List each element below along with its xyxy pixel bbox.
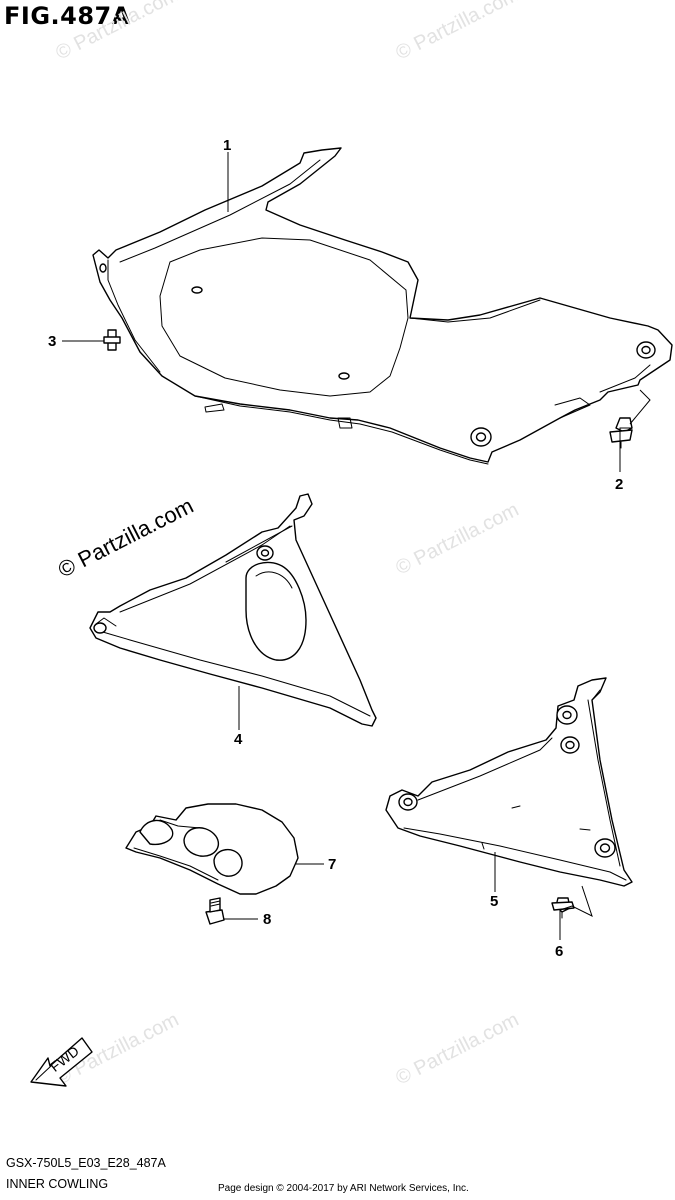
leader-lines — [62, 152, 651, 940]
figure-caption: INNER COWLING — [6, 1177, 109, 1191]
watermark-faint: © Partzilla.com — [52, 0, 182, 64]
part-3-clip — [103, 329, 121, 351]
part-7-cover — [125, 803, 299, 895]
part-2-clip — [609, 417, 633, 449]
watermark-main-group: © Partzilla.com — [54, 493, 197, 583]
part-6-clip — [551, 897, 575, 919]
part-8-bolt — [205, 897, 225, 925]
callout-labels: 1 2 3 4 5 6 7 8 — [48, 137, 623, 960]
part-4-inner-panel — [89, 493, 377, 727]
watermark-main: © Partzilla.com — [54, 493, 197, 583]
callout-6: 6 — [555, 943, 563, 960]
callout-5: 5 — [490, 893, 498, 910]
callout-8: 8 — [263, 911, 271, 928]
callout-7: 7 — [328, 856, 336, 873]
watermark-faint: © Partzilla.com — [392, 0, 522, 64]
watermark-faint: © Partzilla.com — [392, 1009, 522, 1090]
leader-2-bracket — [629, 389, 651, 425]
callout-4: 4 — [234, 731, 243, 748]
part-5-inner-panel — [385, 677, 633, 887]
leader-6 — [559, 885, 593, 940]
page-credit: Page design © 2004-2017 by ARI Network S… — [218, 1183, 469, 1194]
callout-3: 3 — [48, 333, 56, 350]
callout-2: 2 — [615, 476, 623, 493]
watermark-faint: © Partzilla.com — [392, 499, 522, 580]
figure-title: FIG.487A — [4, 2, 131, 30]
leader-2 — [619, 427, 632, 472]
figure-code: GSX-750L5_E03_E28_487A — [6, 1156, 166, 1170]
part-1-inner-cowling — [92, 147, 673, 465]
callout-1: 1 — [223, 137, 231, 154]
